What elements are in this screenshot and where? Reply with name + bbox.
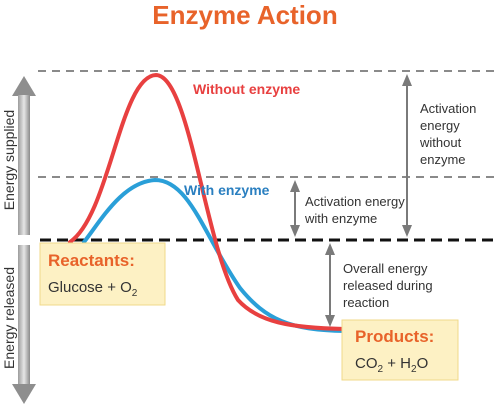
energy-axis	[12, 76, 36, 404]
without-enzyme-curve	[68, 72, 347, 331]
arrow-down-icon	[290, 225, 300, 237]
without-enzyme-label: Without enzyme	[193, 81, 300, 97]
with-enzyme-label: With enzyme	[184, 182, 270, 198]
diagram-title: Enzyme Action	[152, 0, 337, 30]
activation-without-line-4: enzyme	[420, 152, 466, 167]
overall-energy-note: Overall energy released during reaction	[343, 261, 436, 310]
overall-energy-line-2: released during	[343, 278, 433, 293]
overall-energy-line-1: Overall energy	[343, 261, 428, 276]
arrow-down-icon	[402, 225, 412, 237]
axis-label-supplied: Energy supplied	[1, 110, 17, 210]
arrow-up-icon	[290, 180, 300, 192]
products-title: Products:	[355, 327, 434, 346]
axis-up-arrow-icon	[12, 76, 36, 96]
products-co-sub: 2	[378, 364, 384, 375]
overall-energy-arrow	[325, 243, 335, 327]
reactants-formula-sub: 2	[132, 288, 138, 299]
activation-with-arrow	[290, 180, 300, 237]
activation-without-line-1: Activation	[420, 101, 476, 116]
products-o: O	[417, 355, 429, 372]
arrow-down-icon	[325, 315, 335, 327]
axis-upper-shaft	[18, 95, 30, 235]
products-co: CO	[355, 355, 378, 372]
activation-without-line-3: without	[419, 135, 462, 150]
overall-energy-line-3: reaction	[343, 295, 389, 310]
activation-without-line-2: energy	[420, 118, 460, 133]
arrow-up-icon	[325, 243, 335, 255]
products-box: Products: CO2 + H2O	[341, 319, 459, 381]
reactants-box: Reactants: Glucose + O2	[39, 242, 166, 306]
axis-label-released: Energy released	[1, 267, 17, 369]
reactants-formula: Glucose + O2	[48, 279, 138, 299]
products-h-sub: 2	[411, 364, 417, 375]
axis-down-arrow-icon	[12, 384, 36, 404]
activation-without-note: Activation energy without enzyme	[419, 101, 480, 167]
reactants-title: Reactants:	[48, 251, 135, 270]
products-formula: CO2 + H2O	[355, 355, 428, 375]
reactants-formula-main: Glucose + O	[48, 279, 132, 296]
activation-with-line-1: Activation energy	[305, 194, 405, 209]
activation-without-arrow	[402, 74, 412, 237]
products-plus-h: + H	[383, 355, 411, 372]
activation-with-line-2: with enzyme	[304, 211, 377, 226]
arrow-up-icon	[402, 74, 412, 86]
axis-lower-shaft	[18, 245, 30, 385]
activation-with-note: Activation energy with enzyme	[304, 194, 408, 226]
